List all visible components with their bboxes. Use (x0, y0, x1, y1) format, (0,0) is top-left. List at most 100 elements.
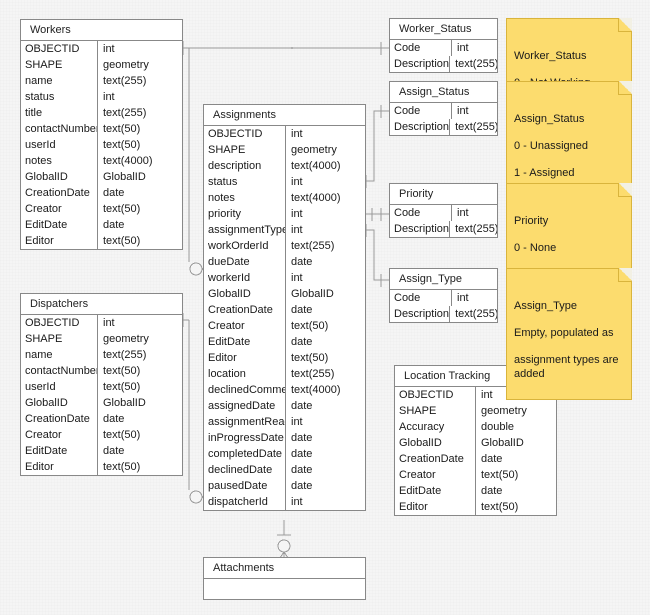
note-line: assignment types are added (514, 354, 619, 380)
field-name: dispatcherId (204, 494, 286, 510)
table-title-dispatchers: Dispatchers (21, 294, 182, 315)
field-name: EditDate (21, 443, 98, 459)
field-type: int (457, 207, 469, 219)
field-type: int (291, 224, 303, 236)
table-fields-attachments (204, 579, 365, 599)
field-type: text(4000) (291, 192, 341, 204)
table-title-priority: Priority (390, 184, 497, 205)
note-assign-type[interactable]: Assign_Type Empty, populated as assignme… (506, 268, 632, 400)
table-row: userId text(50) (21, 137, 182, 153)
field-type: text(255) (455, 308, 497, 320)
field-name: Accuracy (395, 419, 476, 435)
field-type: text(50) (103, 461, 141, 473)
field-name: GlobalID (204, 286, 286, 302)
field-name: status (21, 89, 98, 105)
field-type: text(50) (103, 365, 141, 377)
field-type: date (291, 464, 313, 476)
field-type: text(4000) (103, 155, 153, 167)
table-row: dispatcherId int (204, 494, 365, 510)
field-type: int (291, 496, 303, 508)
field-name: assignedDate (204, 398, 286, 414)
field-name: contactNumber (21, 121, 98, 137)
field-name: notes (21, 153, 98, 169)
field-name: inProgressDate (204, 430, 286, 446)
field-type: date (103, 413, 125, 425)
note-fold-icon (618, 183, 632, 197)
field-type: text(50) (103, 139, 141, 151)
field-type: date (103, 187, 125, 199)
field-name: Description (390, 56, 451, 72)
field-name: Creator (204, 318, 286, 334)
field-type: text(50) (481, 501, 519, 513)
field-name: priority (204, 206, 286, 222)
field-name: Creator (21, 427, 98, 443)
field-name: name (21, 73, 98, 89)
field-type: int (481, 389, 493, 401)
table-row: priority int (204, 206, 365, 222)
field-name: declinedComment (204, 382, 286, 398)
field-name: userId (21, 137, 98, 153)
field-type: text(50) (291, 320, 329, 332)
field-name: pausedDate (204, 478, 286, 494)
field-type: text(50) (103, 203, 141, 215)
field-name: GlobalID (395, 435, 476, 451)
field-type: text(50) (103, 123, 141, 135)
field-type: date (291, 448, 313, 460)
note-line: 0 - None (514, 242, 557, 254)
field-type: text(255) (103, 107, 147, 119)
field-name: SHAPE (204, 142, 286, 158)
note-line: 0 - Unassigned (514, 140, 588, 152)
field-name: title (21, 105, 98, 121)
field-name: OBJECTID (395, 387, 476, 403)
field-name: OBJECTID (204, 126, 286, 142)
note-fold-icon (618, 81, 632, 95)
field-type: int (457, 105, 469, 117)
field-type: int (291, 272, 303, 284)
table-title-assign-status: Assign_Status (390, 82, 497, 103)
field-name: OBJECTID (21, 41, 98, 57)
field-name: SHAPE (21, 331, 98, 347)
field-name: dueDate (204, 254, 286, 270)
field-type: text(50) (291, 352, 329, 364)
field-type: int (291, 208, 303, 220)
field-type: geometry (103, 59, 149, 71)
table-attachments[interactable]: Attachments (203, 557, 366, 600)
field-type: text(4000) (291, 160, 341, 172)
field-name: EditDate (395, 483, 476, 499)
